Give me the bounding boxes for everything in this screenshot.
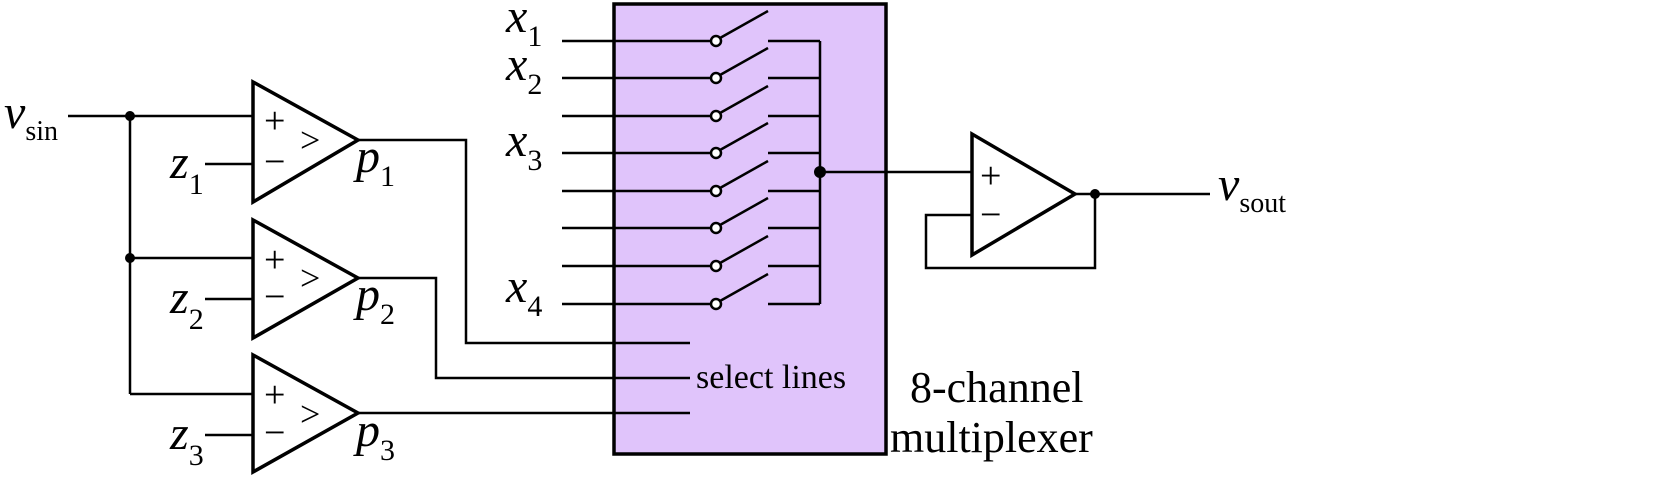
comparator-1: + − > [251,79,362,206]
comparator-1-gt: > [300,120,320,160]
mux-input-label-x3: x3 [505,114,542,177]
mux-switches [709,9,769,311]
junction-dot [125,253,135,263]
input-wiring [68,111,252,437]
output-label: vsout [1218,158,1286,219]
ref-label-z2: z2 [169,271,204,336]
mux-title-line2: multiplexer [890,413,1093,462]
out-label-p3: p3 [353,404,395,467]
mux-title-line1: 8-channel [910,363,1083,412]
comparator-3: + − > [251,352,362,475]
select-wiring [358,138,690,415]
select-lines-label: select lines [696,359,846,396]
ref-label-z1: z1 [169,136,204,201]
comparator-3-gt: > [300,394,320,434]
mux-input-label-x4: x4 [505,260,542,323]
output-buffer: + − [924,130,1210,270]
ref-label-z3: z3 [169,407,204,472]
comparator-2-minus: − [264,276,285,318]
comparator-1-plus: + [264,100,285,142]
buffer-plus: + [980,155,1001,197]
comparator-1-minus: − [264,141,285,183]
mux-input-lines [562,39,712,306]
comparator-3-plus: + [264,374,285,416]
mux-input-label-x1: x1 [505,0,542,53]
junction-dot [1090,189,1100,199]
input-label: vsin [4,86,58,147]
comparator-2: + − > [251,217,362,342]
mux-input-label-x2: x2 [505,38,542,101]
comparator-3-minus: − [264,412,285,454]
comparator-2-gt: > [300,258,320,298]
comparator-2-plus: + [264,239,285,281]
out-label-p2: p2 [353,268,395,331]
junction-dot [125,111,135,121]
buffer-minus: − [980,194,1001,236]
out-label-p1: p1 [353,130,395,193]
mux-output-bus [768,39,972,306]
